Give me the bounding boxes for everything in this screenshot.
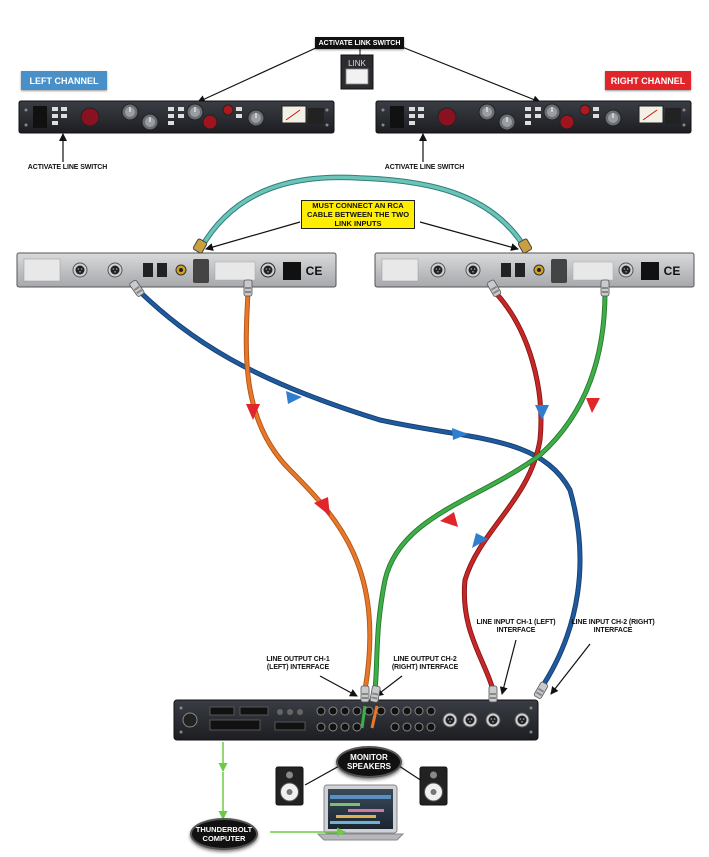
line-input-ch2-label: LINE INPUT CH-2 (RIGHT) INTERFACE — [571, 619, 655, 634]
right-channel-tag: RIGHT CHANNEL — [605, 71, 691, 90]
line-output-ch2-label: LINE OUTPUT CH-2 (RIGHT) INTERFACE — [391, 656, 459, 671]
ce-mark-left: CE — [306, 264, 323, 278]
link-button-graphic — [340, 54, 374, 90]
flow-arrow-blue-2 — [452, 428, 468, 440]
flow-arrow-red-2 — [472, 533, 488, 548]
arrow-note-right — [419, 221, 519, 251]
flow-arrow-blue-1 — [286, 391, 302, 404]
left-channel-tag: LEFT CHANNEL — [21, 71, 107, 90]
cable-orange — [243, 291, 373, 691]
activate-line-switch-right-label: ACTIVATE LINE SWITCH — [384, 164, 465, 171]
activate-line-switch-left-label: ACTIVATE LINE SWITCH — [27, 164, 108, 171]
activate-link-switch-label: ACTIVATE LINK SWITCH — [315, 37, 404, 49]
audio-interface — [173, 699, 539, 741]
right-preamp-front — [375, 100, 692, 134]
rca-cable-note: MUST CONNECT AN RCA CABLE BETWEEN THE TW… — [301, 200, 415, 229]
arrow-link-to-right — [401, 46, 541, 104]
monitor-speakers-oval: MONITOR SPEAKERS — [336, 746, 402, 778]
flow-arrow-green-2 — [440, 512, 458, 527]
line-input-ch1-label: LINE INPUT CH-1 (LEFT) INTERFACE — [476, 619, 556, 634]
arrow-note-left — [205, 221, 301, 251]
ce-mark-right: CE — [664, 264, 681, 278]
flow-arrow-orange-1 — [246, 404, 260, 420]
line-output-ch1-label: LINE OUTPUT CH-1 (LEFT) INTERFACE — [266, 656, 330, 671]
flow-arrow-orange-2 — [314, 497, 330, 516]
right-preamp-back — [374, 252, 695, 288]
left-preamp-back — [16, 252, 337, 288]
laptop-computer — [316, 784, 405, 841]
arrow-out-ch1 — [319, 675, 358, 697]
flow-arrow-red-1 — [535, 405, 549, 420]
link-button-text: LINK — [348, 59, 366, 68]
left-preamp-front — [18, 100, 335, 134]
monitor-speaker-right — [419, 766, 448, 806]
arrow-out-ch2 — [375, 675, 403, 697]
arrow-in-ch2 — [550, 643, 591, 695]
thunderbolt-computer-oval: THUNDERBOLT COMPUTER — [190, 818, 258, 850]
flow-arrow-green-1 — [586, 398, 600, 413]
arrow-link-to-left — [197, 46, 319, 103]
monitor-speaker-left — [275, 766, 304, 806]
arrow-in-ch1 — [499, 639, 517, 695]
